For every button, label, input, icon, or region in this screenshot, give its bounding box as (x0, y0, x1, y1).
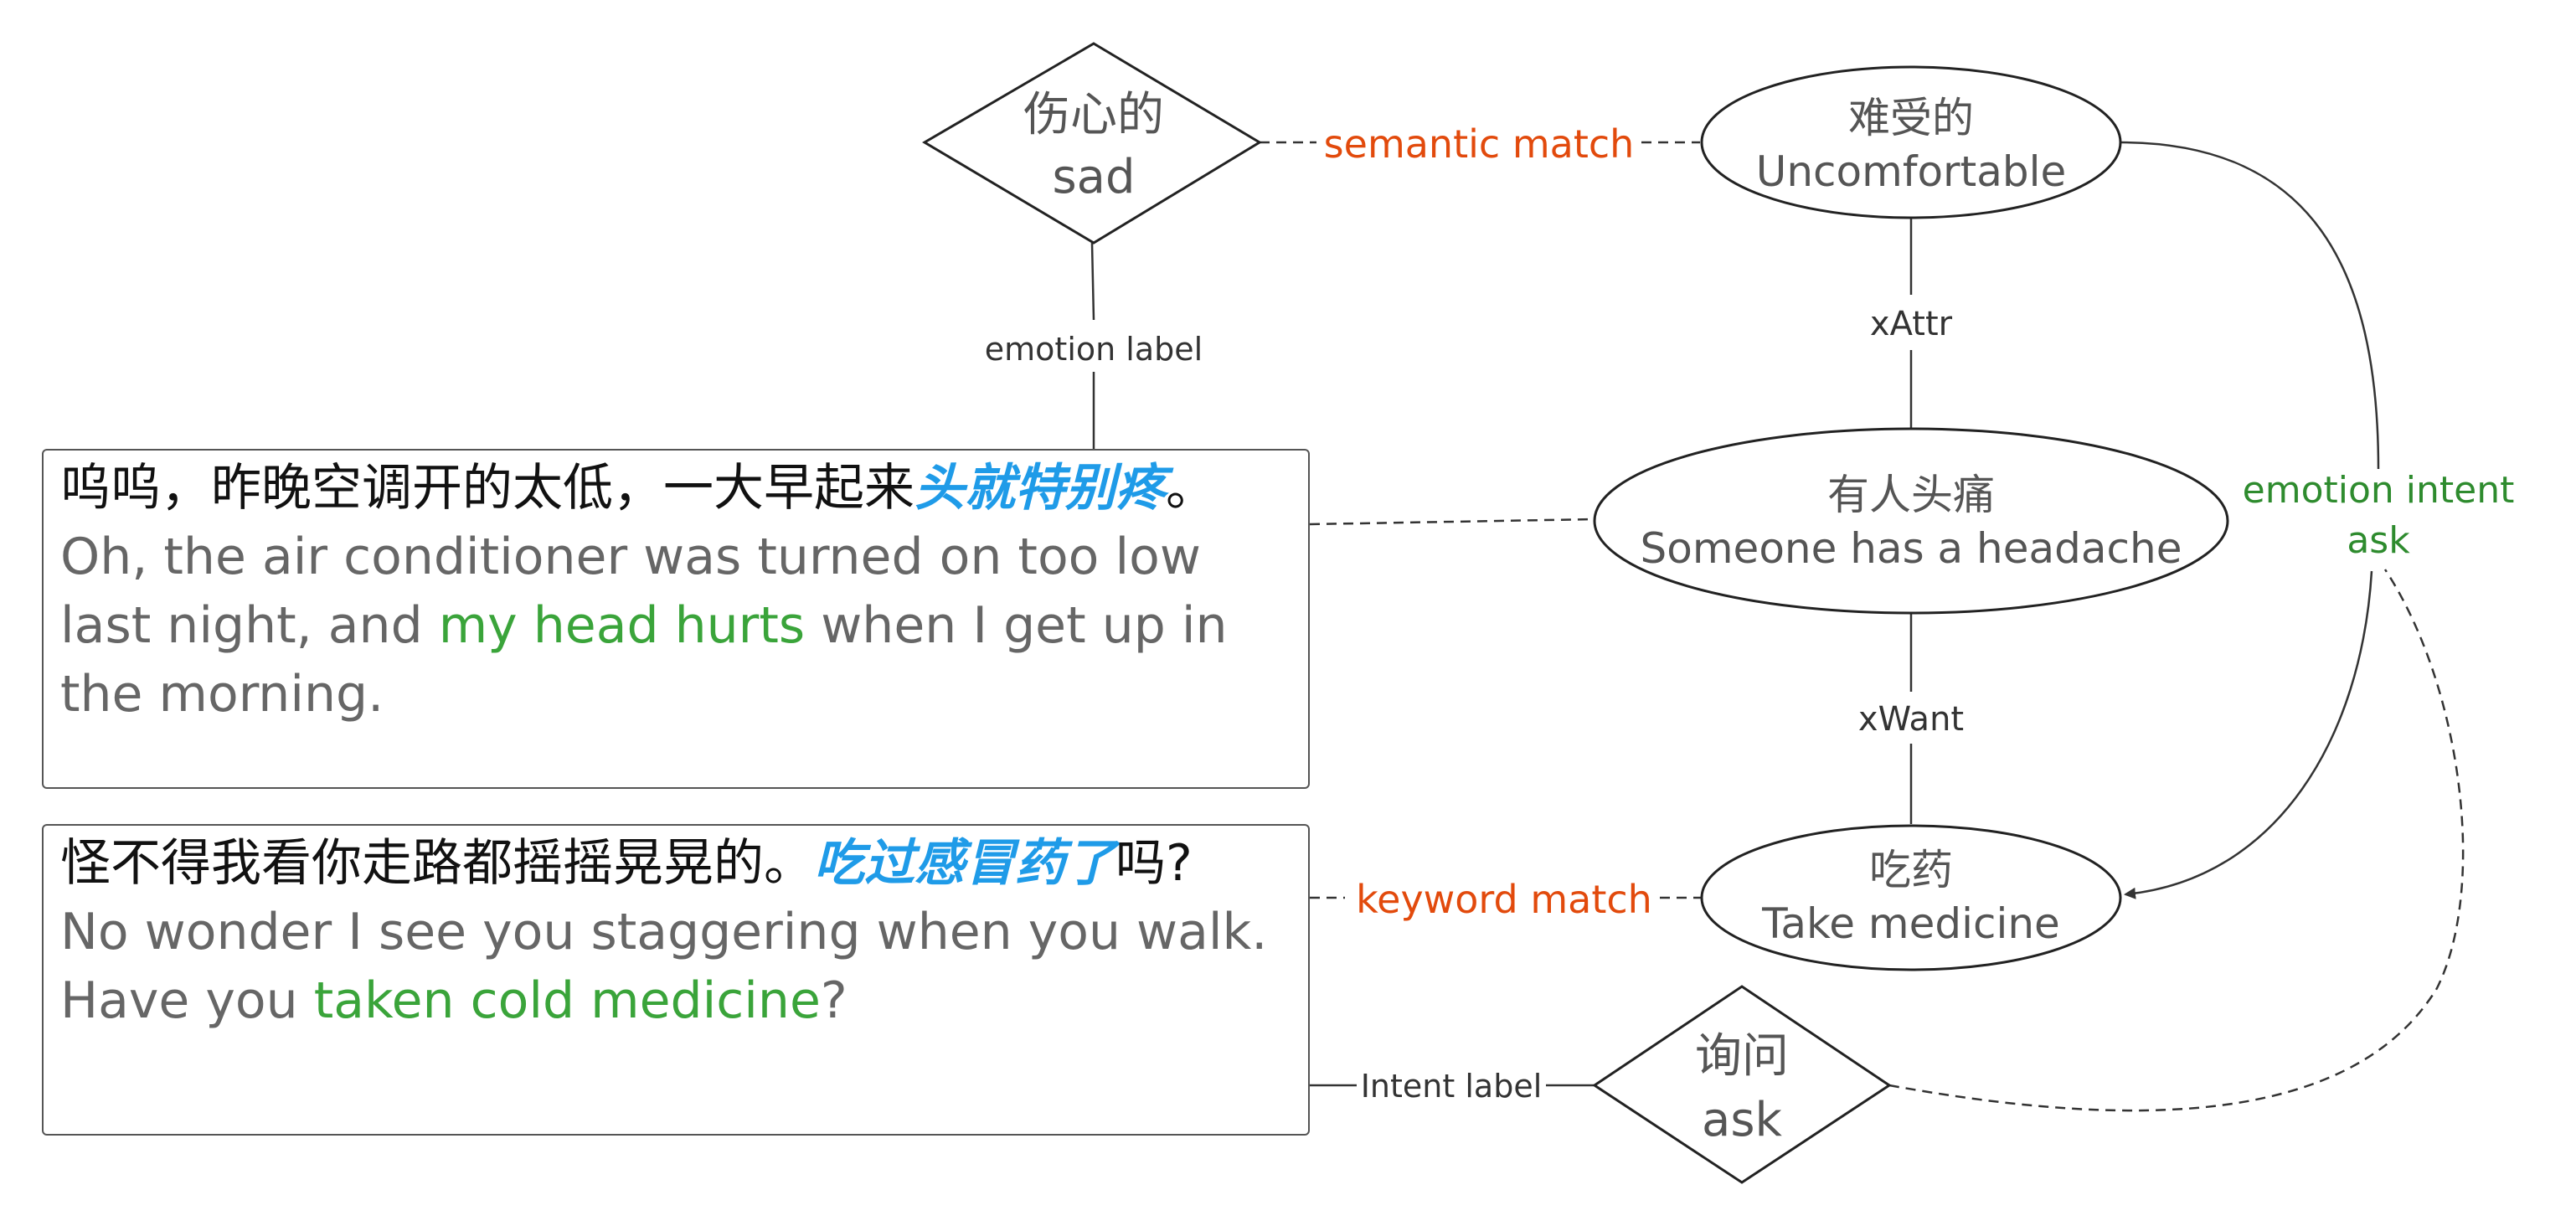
semantic-match-label: semantic match (1324, 121, 1635, 167)
medicine-node-zh: 吃药 (1869, 846, 1953, 894)
utterance-1-en-suffix: when I get up in the morning. (60, 596, 1228, 724)
medicine-node-en: Take medicine (1761, 899, 2060, 948)
utterance-box-2: 怪不得我看你走路都摇摇晃晃的。吃过感冒药了吗? No wonder I see … (42, 824, 1310, 1136)
utterance-2-en: No wonder I see you staggering when you … (60, 898, 1291, 1035)
utterance-1-zh: 呜呜，昨晚空调开的太低，一大早起来头就特别疼。 (60, 454, 1291, 523)
headache-node-zh: 有人头痛 (1827, 471, 1995, 519)
utterance-2-en-prefix: No wonder I see you staggering when you … (60, 903, 1268, 1030)
uncomfortable-node-ellipse (1700, 65, 2122, 219)
uncomfortable-node-zh: 难受的 (1848, 94, 1974, 142)
emotion-intent-curve-upper (2120, 141, 2380, 470)
utterance-2-zh: 怪不得我看你走路都摇摇晃晃的。吃过感冒药了吗? (60, 829, 1291, 898)
emotion-intent-label-line1: emotion intent (2243, 469, 2515, 512)
utterance-2-zh-highlight: 吃过感冒药了 (814, 834, 1115, 893)
utterance-1-en: Oh, the air conditioner was turned on to… (60, 523, 1291, 729)
ask-node-en: ask (1702, 1093, 1782, 1147)
utterance-2-en-highlight: taken cold medicine (313, 971, 821, 1030)
utterance-1-zh-suffix: 。 (1166, 459, 1216, 518)
intent-label-label: Intent label (1361, 1068, 1543, 1105)
utterance-1-en-highlight: my head hurts (438, 596, 806, 655)
utterance-1-zh-highlight: 头就特别疼 (914, 459, 1166, 518)
emotion-intent-curve-lower (2124, 570, 2373, 899)
ask-node-diamond (1592, 985, 1892, 1184)
headache-node-en: Someone has a headache (1641, 524, 2182, 573)
headache-node-ellipse (1593, 427, 2229, 615)
xwant-label: xWant (1858, 700, 1964, 739)
utterance-2-en-suffix: ? (820, 971, 848, 1030)
sad-node-en: sad (1052, 150, 1135, 204)
ask-dashed-curve (1888, 569, 2465, 1112)
sad-node-zh: 伤心的 (1023, 88, 1164, 142)
sad-node-diamond (922, 42, 1262, 245)
ask-node-zh: 询问 (1695, 1029, 1789, 1084)
xattr-label: xAttr (1870, 305, 1953, 343)
medicine-node-ellipse (1700, 824, 2122, 971)
uncomfortable-node-en: Uncomfortable (1756, 147, 2066, 196)
utterance1-headache-dashed-edge (1309, 518, 1595, 526)
emotion-label-edge-top (1090, 242, 1095, 321)
utterance-2-zh-suffix: 吗? (1115, 834, 1193, 893)
utterance-box-1: 呜呜，昨晚空调开的太低，一大早起来头就特别疼。 Oh, the air cond… (42, 449, 1310, 789)
emotion-intent-label-line2: ask (2347, 519, 2410, 562)
utterance-1-en-prefix: Oh, the air conditioner was turned on to… (60, 528, 1201, 655)
utterance-2-zh-prefix: 怪不得我看你走路都摇摇晃晃的。 (60, 834, 814, 893)
keyword-match-label: keyword match (1356, 877, 1652, 922)
emotion-label-label: emotion label (985, 331, 1203, 368)
utterance-1-zh-prefix: 呜呜，昨晚空调开的太低，一大早起来 (60, 459, 914, 518)
